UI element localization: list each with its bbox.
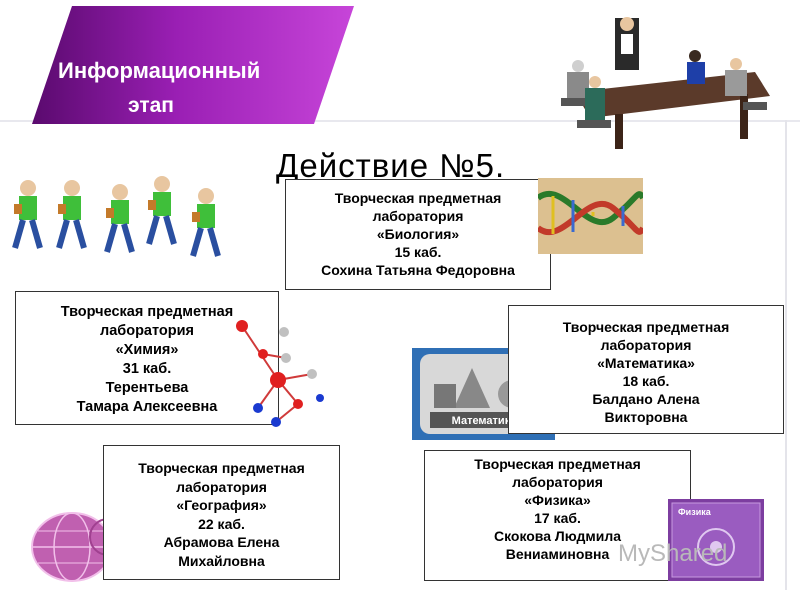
- lab-card-math: Творческая предметная лаборатория «Матем…: [508, 305, 784, 434]
- dna-image: [538, 178, 643, 254]
- banner-line-1: Информационный: [58, 58, 261, 83]
- banner-line-2: этап: [128, 94, 174, 117]
- lab-teacher: Терентьева: [105, 380, 189, 396]
- lab-subject: «География»: [176, 497, 267, 513]
- lab-line: Творческая предметная: [138, 460, 305, 476]
- lab-teacher: Михайловна: [178, 552, 265, 569]
- lab-teacher: Викторовна: [604, 409, 688, 425]
- lab-room: 18 каб.: [622, 373, 670, 389]
- physics-image: Физика: [668, 499, 764, 581]
- lab-card-physics: Творческая предметная лаборатория «Физик…: [424, 450, 691, 581]
- lab-line: лаборатория: [512, 474, 603, 490]
- lab-teacher: Скокова Людмила: [493, 528, 622, 544]
- right-edge-line: [785, 120, 787, 590]
- lab-teacher: Тамара Алексеевна: [76, 399, 218, 415]
- meeting-illustration: [561, 17, 770, 149]
- stage-banner: [32, 6, 354, 124]
- lab-line: лаборатория: [372, 208, 464, 224]
- molecule-image: [236, 320, 324, 427]
- lab-card-chemistry: Творческая предметная лаборатория «Химия…: [15, 291, 279, 425]
- lab-subject: «Математика»: [597, 355, 695, 371]
- lab-room: 22 каб.: [198, 515, 245, 532]
- lab-subject: «Биология»: [376, 226, 460, 242]
- lab-teacher: Балдано Алена: [592, 391, 700, 407]
- lab-line: лаборатория: [176, 478, 267, 495]
- walking-students-illustration: [12, 176, 244, 258]
- lab-teacher: Вениаминовна: [505, 546, 610, 562]
- math-image-label: Математика: [452, 415, 518, 427]
- lab-room: 15 каб.: [394, 244, 442, 260]
- lab-line: Творческая предметная: [60, 304, 234, 320]
- lab-teacher: Сохина Татьяна Федоровна: [321, 262, 515, 278]
- physics-image-label: Физика: [678, 507, 712, 517]
- lab-line: Творческая предметная: [562, 319, 730, 335]
- lab-room: 17 каб.: [534, 510, 581, 526]
- lab-subject: «Химия»: [115, 342, 179, 358]
- divider-line: [0, 120, 800, 122]
- lab-teacher: Абрамова Елена: [163, 534, 280, 550]
- lab-card-biology: Творческая предметная лаборатория «Биоло…: [285, 179, 551, 290]
- lab-line: Творческая предметная: [334, 190, 502, 206]
- lab-card-geography: Творческая предметная лаборатория «Геогр…: [103, 445, 340, 580]
- lab-line: лаборатория: [600, 337, 692, 353]
- lab-line: Творческая предметная: [474, 456, 641, 472]
- watermark: MyShared: [618, 540, 728, 567]
- lab-line: лаборатория: [99, 323, 194, 339]
- lab-subject: «Физика»: [524, 492, 591, 508]
- page-title: Действие №5.: [276, 147, 506, 184]
- globe-image: [31, 512, 127, 582]
- lab-room: 31 каб.: [122, 361, 172, 377]
